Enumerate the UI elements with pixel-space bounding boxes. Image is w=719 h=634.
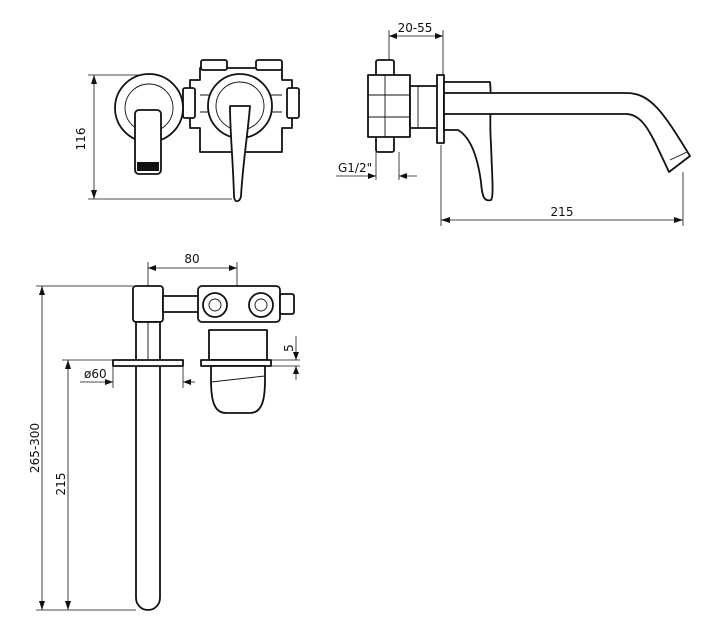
dim-side-projection: 215 [551,205,574,219]
top-spout-tube [135,321,161,611]
top-inlet-right [248,292,274,318]
top-flange-plate [112,359,184,367]
dim-top-flange-diameter: ø60 [84,367,107,381]
front-lever-handle [229,105,251,203]
dim-top-spout-length: 215 [54,473,68,496]
top-inlet-left [202,292,228,318]
top-spout-head [132,285,164,323]
top-view: 80 ø60 5 215 265-300 [28,252,300,611]
top-lever-handle [210,365,266,414]
side-view: 20-55 G1/2" 215 [336,21,691,226]
dim-top-overall-range: 265-300 [28,423,42,473]
dim-front-height: 116 [74,128,88,151]
top-mixer-side-port [279,293,295,315]
front-spout [134,109,162,175]
side-cartridge [409,85,439,129]
side-inlet-top [375,59,395,77]
dim-top-plate-thickness: 5 [282,344,296,352]
side-inlet-bottom [375,135,395,153]
front-side-port-right [286,87,300,119]
top-cartridge [208,329,268,361]
side-body [367,74,411,138]
front-view: 116 [74,59,300,203]
front-side-port-left [182,87,196,119]
dim-side-depth-range: 20-55 [398,21,433,35]
side-wall-plate [436,74,445,144]
front-housing-lug-left [200,59,228,71]
side-spout [443,92,691,173]
dim-side-thread: G1/2" [338,161,372,175]
front-spout-outlet [137,162,159,171]
dim-top-spacing: 80 [184,252,199,266]
front-housing-lug-right [255,59,283,71]
